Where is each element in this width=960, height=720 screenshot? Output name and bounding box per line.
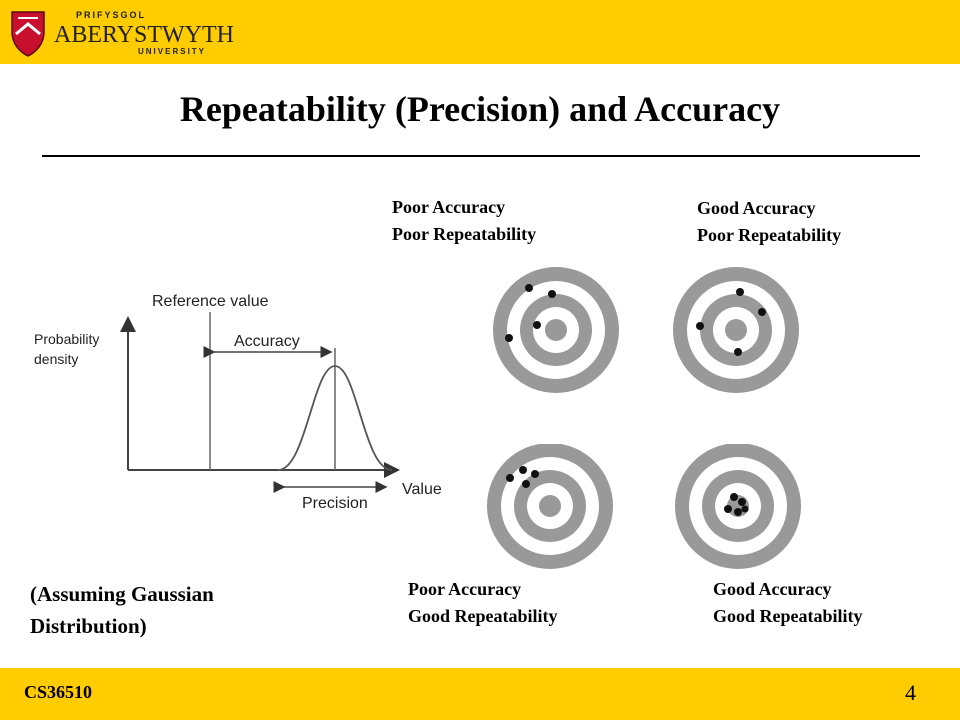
footer-band xyxy=(0,668,960,720)
precision-label: Precision xyxy=(302,495,368,512)
target-poor-accuracy-poor-repeatability xyxy=(493,267,619,393)
x-axis-label: Value xyxy=(402,481,442,498)
slide-title: Repeatability (Precision) and Accuracy xyxy=(179,89,781,129)
page-number: 4 xyxy=(905,680,916,705)
gaussian-curve xyxy=(277,365,393,471)
logo-main-text: ABERYSTWYTH xyxy=(54,22,234,48)
target-good-accuracy-poor-repeatability xyxy=(673,267,799,393)
target-good-accuracy-good-repeatability xyxy=(675,444,801,569)
course-code: CS36510 xyxy=(24,682,93,702)
reference-value-label: Reference value xyxy=(152,293,269,310)
accuracy-label: Accuracy xyxy=(234,333,300,350)
header-band xyxy=(0,0,960,64)
y-axis-label-line2: density xyxy=(34,351,78,367)
logo-top-text: PRIFYSGOL xyxy=(76,10,146,20)
target-poor-accuracy-good-repeatability xyxy=(487,444,613,569)
title-rule xyxy=(42,155,920,157)
logo-bottom-text: UNIVERSITY xyxy=(138,47,206,56)
y-axis-label-line1: Probability xyxy=(34,331,99,347)
crest-shield-icon xyxy=(11,11,45,57)
accuracy-precision-diagram: Reference value Probability density Accu… xyxy=(34,293,442,512)
university-logo: PRIFYSGOL ABERYSTWYTH UNIVERSITY xyxy=(11,10,234,57)
